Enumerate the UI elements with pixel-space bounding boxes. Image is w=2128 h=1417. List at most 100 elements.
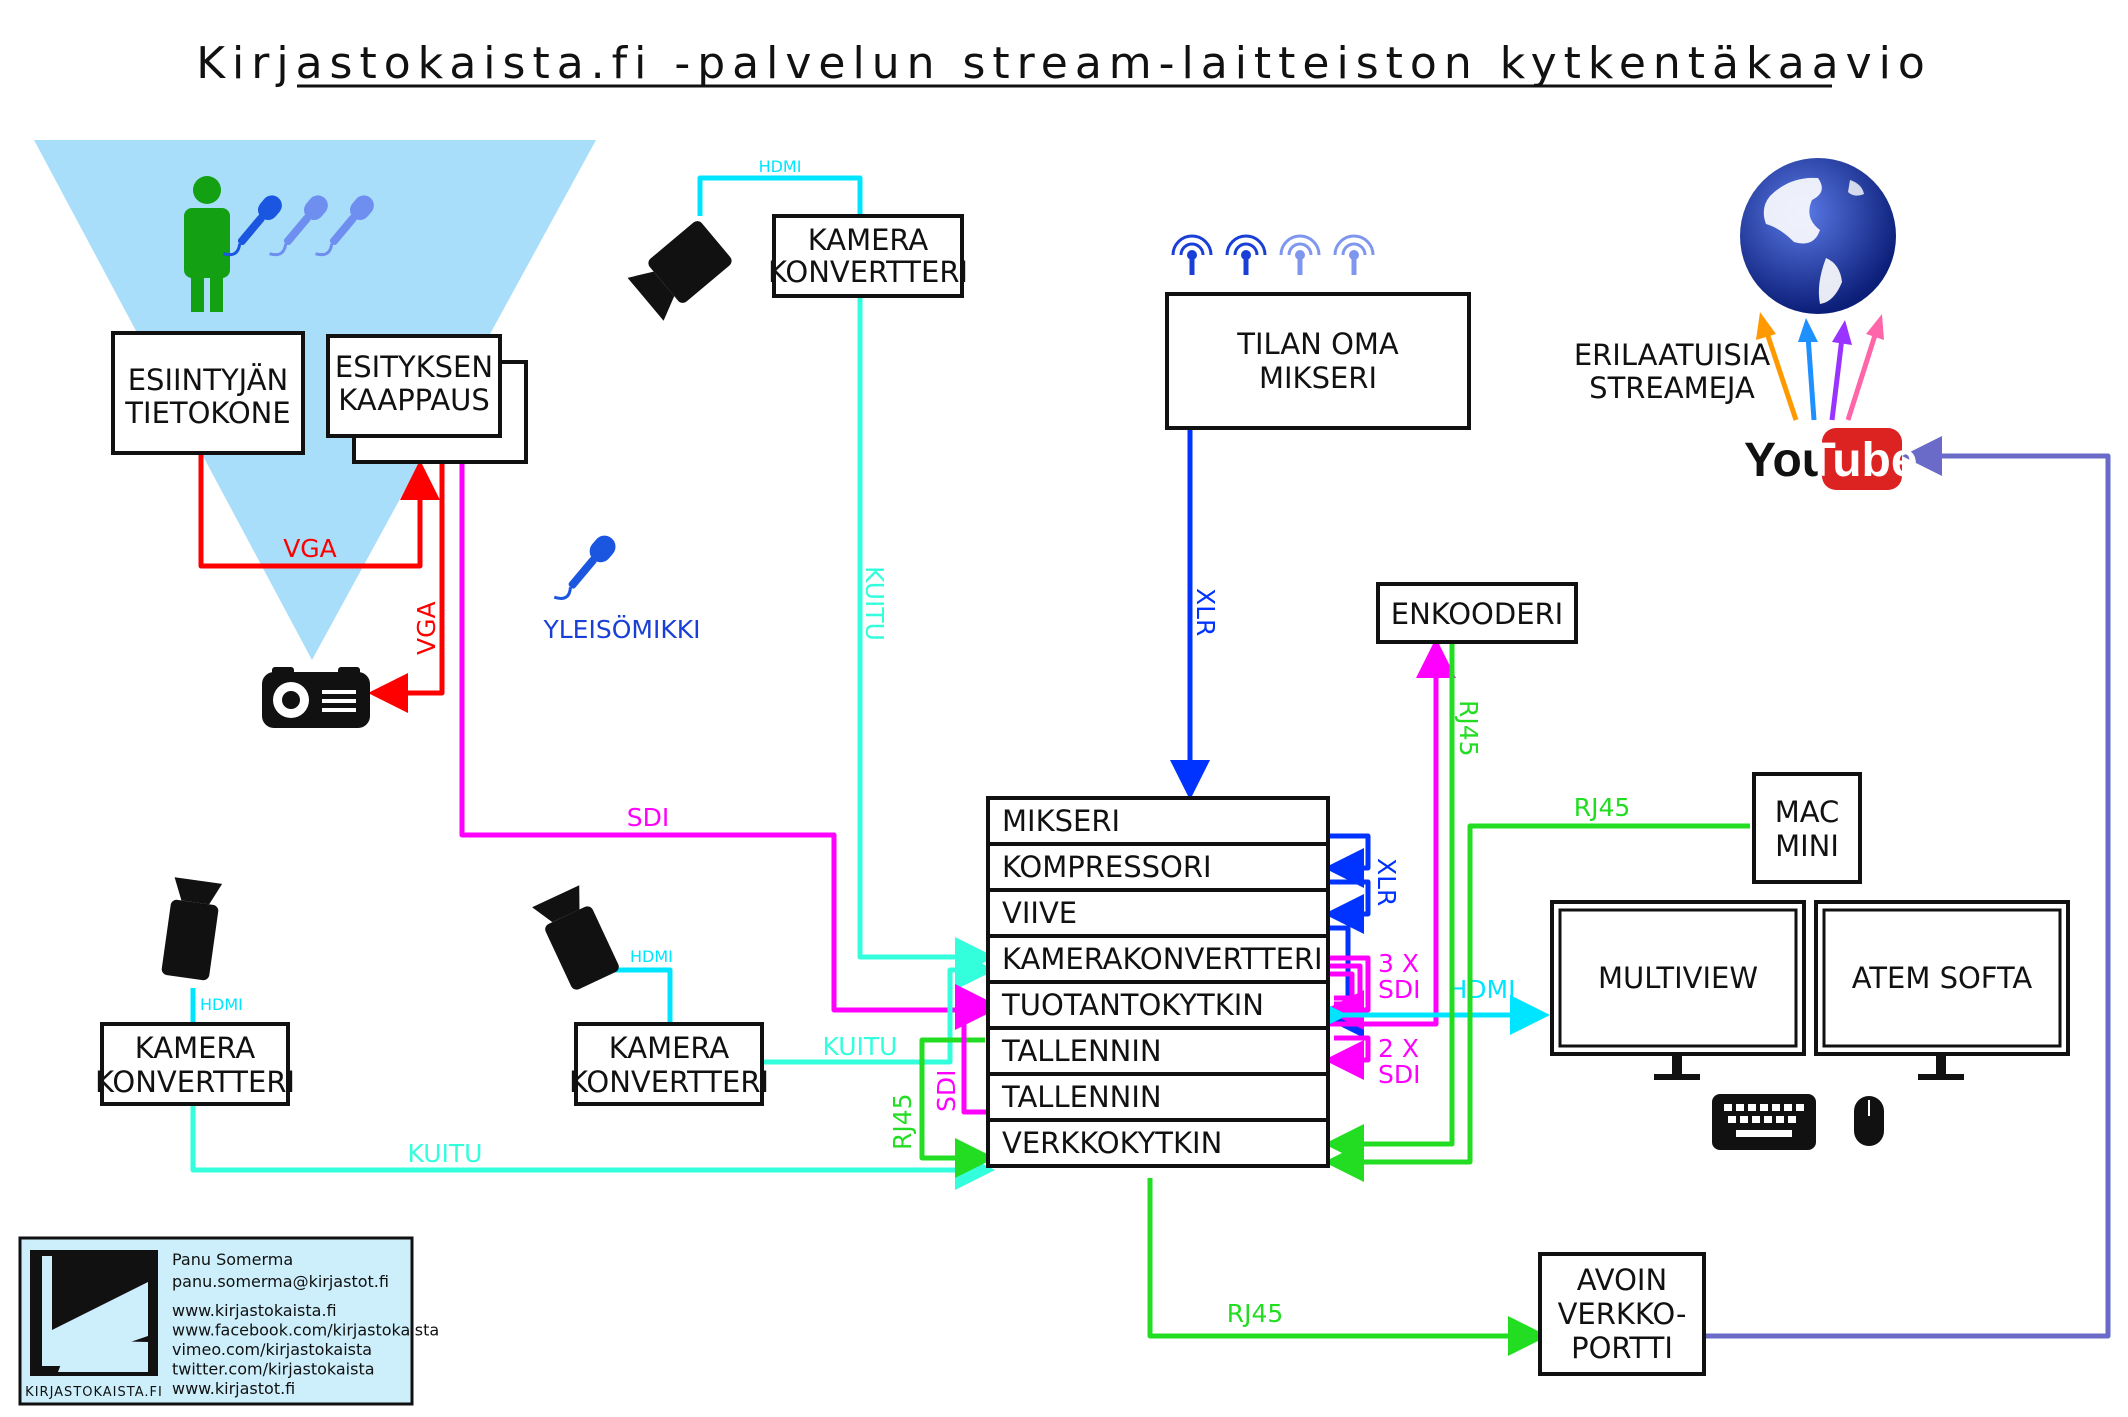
fiber-wire-top-converter — [857, 298, 995, 977]
rack-unit-verkkokytkin: VERKKOKYTKIN — [986, 1118, 1330, 1168]
rack-unit-mikseri: MIKSERI — [986, 796, 1330, 846]
camera-icon-left — [161, 877, 223, 981]
xlr-label-rack: XLR — [1372, 858, 1401, 906]
hdmi-label-left: HDMI — [200, 995, 243, 1014]
sdi-wire-left-loop — [955, 984, 1000, 1115]
open-network-port-box: AVOIN VERKKO- PORTTI — [1538, 1252, 1706, 1376]
microphone-icon — [223, 195, 282, 257]
streams-label-2: STREAMEJA — [1589, 371, 1755, 405]
encoder-box: ENKOODERI — [1376, 582, 1578, 644]
rack-unit-label: TUOTANTOKYTKIN — [1001, 988, 1264, 1022]
equipment-rack: MIKSERI KOMPRESSORI VIIVE KAMERAKONVERTTERI… — [986, 796, 1330, 1168]
stream-arrowhead-purple — [1832, 320, 1852, 345]
rack-unit-frame — [986, 934, 1330, 984]
contact-link[interactable]: twitter.com/kirjastokaista — [172, 1360, 375, 1379]
performer-icon — [184, 176, 230, 312]
stream-arrow-blue — [1805, 335, 1817, 421]
rack-unit-frame — [986, 1118, 1330, 1168]
contact-link[interactable]: www.facebook.com/kirjastokaista — [172, 1321, 439, 1340]
open-port-label-1: AVOIN — [1577, 1263, 1667, 1297]
microphone-icon — [315, 195, 374, 257]
kirjastokaista-logo: KIRJASTOKAISTA.FI — [25, 1250, 163, 1400]
antenna-icon — [1225, 234, 1267, 275]
rack-unit-frame — [986, 888, 1330, 938]
diagram-title: Kirjastokaista.fi -palvelun stream-laitt… — [196, 38, 1932, 89]
house-mixer-label-2: MIKSERI — [1259, 361, 1377, 395]
multiview-label: MULTIVIEW — [1598, 961, 1758, 995]
fiber-wire-mid-converter — [764, 950, 995, 1065]
rj45-wire-left-loop — [919, 1037, 995, 1178]
mac-mini-box: MAC MINI — [1752, 772, 1862, 884]
rack-unit-label: VERKKOKYTKIN — [1002, 1126, 1222, 1160]
contact-links: www.kirjastokaista.fiwww.facebook.com/ki… — [172, 1301, 439, 1398]
rack-unit-label: KOMPRESSORI — [1002, 850, 1212, 884]
youtube-tube-text: Tube — [1806, 434, 1917, 487]
rack-unit-label: TALLENNIN — [1001, 1034, 1162, 1068]
rj45-label-mac: RJ45 — [1574, 793, 1631, 822]
keyboard-icon — [1712, 1094, 1816, 1150]
mouse-icon — [1854, 1096, 1884, 1146]
antenna-icon — [1279, 234, 1321, 275]
atem-software-label: ATEM SOFTA — [1852, 961, 2033, 995]
mac-mini-label-2: MINI — [1775, 829, 1839, 863]
xlr-wire-rack-loop-1 — [1324, 833, 1371, 888]
contact-link[interactable]: www.kirjastokaista.fi — [172, 1301, 337, 1320]
sdi-wire-capture-to-switch — [459, 462, 995, 1030]
top-converter-label-2: KONVERTTERI — [768, 255, 968, 289]
youtube-logo: You Tube — [1744, 428, 1918, 490]
left-converter-label-2: KONVERTTERI — [95, 1065, 295, 1099]
rj45-wire-mac-mini — [1324, 823, 1750, 1182]
house-mixer-label-1: TILAN OMA — [1236, 327, 1399, 361]
presentation-capture-label-1: ESITYKSEN — [335, 350, 493, 384]
hdmi-label-top: HDMI — [759, 157, 802, 176]
contact-link[interactable]: vimeo.com/kirjastokaista — [172, 1340, 372, 1359]
sdi-2x-label-2: SDI — [1378, 1060, 1421, 1089]
rj45-label-bottom: RJ45 — [1227, 1299, 1284, 1328]
xlr-label-vertical: XLR — [1191, 588, 1220, 636]
sdi-3x-label-1: 3 X — [1378, 949, 1419, 978]
hdmi-label-mid: HDMI — [630, 947, 673, 966]
sdi-label: SDI — [627, 803, 670, 832]
sdi-3x-label-2: SDI — [1378, 975, 1421, 1004]
contact-info-box: KIRJASTOKAISTA.FI Panu Somerma panu.some… — [18, 1236, 439, 1406]
contact-link[interactable]: www.kirjastot.fi — [172, 1379, 295, 1398]
hdmi-label-right: HDMI — [1449, 975, 1516, 1004]
stream-arrow-purple — [1829, 337, 1845, 421]
antenna-icon — [1333, 234, 1375, 275]
rack-unit-label: VIIVE — [1002, 896, 1077, 930]
presentation-capture-box: ESITYKSEN KAAPPAUS — [326, 334, 528, 464]
sdi-2x-label-1: 2 X — [1378, 1034, 1419, 1063]
performer-computer-box: ESIINTYJÄN TIETOKONE — [111, 331, 305, 455]
fiber-label-vertical: KUITU — [860, 566, 889, 641]
mac-mini-label-1: MAC — [1775, 795, 1840, 829]
rack-unit-label: KAMERAKONVERTTERI — [1002, 942, 1323, 976]
rj45-wire-encoder — [1324, 640, 1455, 1164]
fiber-wire-left-converter — [190, 1102, 995, 1190]
youtube-tube-badge — [1822, 428, 1902, 490]
rj45-label-encoder: RJ45 — [1454, 700, 1483, 757]
camera-icon-mid — [532, 885, 619, 990]
microphone-icon — [269, 195, 328, 257]
youtube-you-text: You — [1744, 434, 1831, 487]
vga-wire-capture-to-projector — [368, 462, 445, 713]
streams-label-1: ERILAATUISIA — [1574, 338, 1771, 372]
contact-email: panu.somerma@kirjastot.fi — [172, 1272, 389, 1291]
stream-arrow-orange — [1763, 329, 1799, 421]
stream-arrows — [1756, 312, 1884, 421]
contact-name: Panu Somerma — [172, 1250, 293, 1269]
stage-microphones — [223, 195, 374, 257]
encoder-label: ENKOODERI — [1391, 597, 1563, 631]
rack-unit-tallennin: TALLENNIN — [986, 1072, 1330, 1122]
stream-arrowhead-orange — [1756, 312, 1776, 340]
performer-computer-label-2: TIETOKONE — [124, 396, 290, 430]
stream-arrowhead-blue — [1798, 318, 1818, 342]
atem-software-monitor: ATEM SOFTA — [1814, 900, 2070, 1080]
stage-light-cone — [34, 140, 596, 660]
internet-wire-to-youtube — [1706, 436, 2111, 1339]
open-port-label-3: PORTTI — [1571, 1331, 1673, 1365]
presentation-capture-label-2: KAAPPAUS — [338, 383, 490, 417]
vga-wire-laptop-to-capture — [198, 455, 440, 569]
logo-text: KIRJASTOKAISTA.FI — [25, 1385, 163, 1400]
house-mixer-box: TILAN OMA MIKSERI — [1165, 292, 1471, 430]
antenna-icon — [1171, 234, 1213, 275]
